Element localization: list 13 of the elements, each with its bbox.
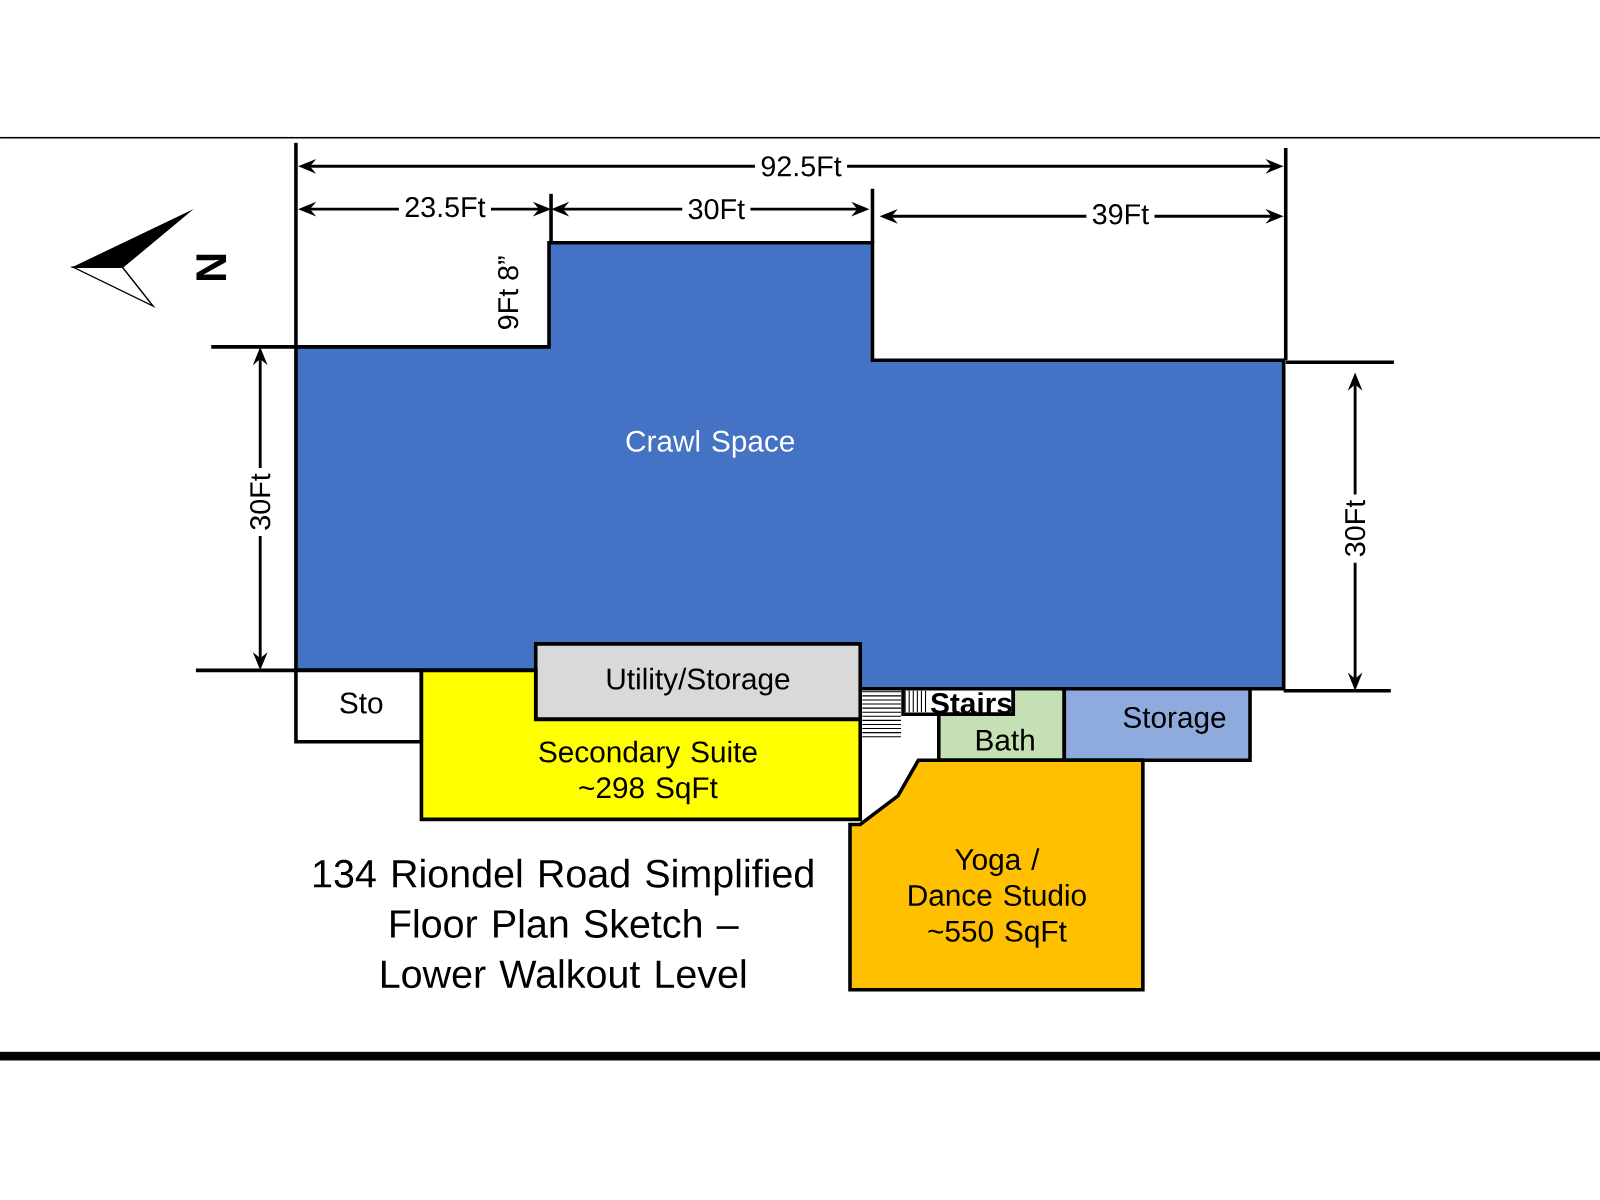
room: Yoga / Dance Studio ~550 SqFt xyxy=(848,758,1145,992)
dimension-label: 9Ft 8” xyxy=(492,250,524,336)
room: Storage xyxy=(1062,686,1252,762)
dimension-label: 30Ft xyxy=(682,193,751,225)
dimension-label: 30Ft xyxy=(244,467,276,537)
title: 134 Riondel Road Simplified Floor Plan Sketch – Lower Walkout Level xyxy=(314,858,813,989)
dimension-label: 23.5Ft xyxy=(398,191,491,223)
dimension-label: 92.5Ft xyxy=(755,150,848,182)
room: Sto xyxy=(294,668,424,744)
room: Utility/Storage xyxy=(533,642,862,722)
dimension-label: 30Ft xyxy=(1339,494,1371,563)
north-label: N xyxy=(196,254,227,280)
dimension-label: 39Ft xyxy=(1086,198,1155,230)
